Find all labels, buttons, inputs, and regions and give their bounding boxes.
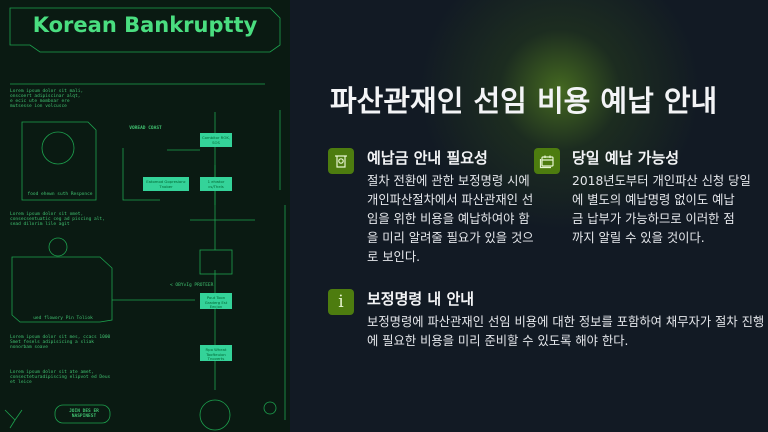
join-button: JOIN DES ER NASPINEST	[69, 409, 99, 419]
lorem-1: Lorem ipsum dolor sit mali, onscoert adi…	[10, 89, 84, 109]
body-line: 에 별도의 예납명령 없이도 예납	[572, 193, 735, 207]
body-line: 로 보인다.	[367, 250, 421, 264]
body-line: 금 납부가 가능하므로 이러한 점	[572, 212, 735, 226]
flow-box-4: Pout Toon Graderg Est Eecjon	[200, 293, 232, 309]
lorem-3: Lorem ipsum dolor sit mes, ccacs 1000 Sm…	[10, 335, 111, 350]
section-body: 2018년도부터 개인파산 신청 당일 에 별도의 예납명령 없이도 예납 금 …	[572, 172, 751, 248]
body-line: 2018년도부터 개인파산 신청 당일	[572, 174, 751, 188]
lorem-2: Lorem ipsum dolor sit omet, consecsentua…	[10, 212, 105, 227]
body-line: 보정명령에 파산관재인 선임 비용에 대한 정보를 포함하여 채무자가 절차 진…	[367, 315, 765, 329]
caption-1: food ehewn suth Responce	[27, 192, 93, 197]
infographic-panel: Korean Bankruptty VOREAD COAST food ehew…	[0, 0, 290, 432]
slide-background	[290, 0, 768, 432]
lorem-4: Lorem ipsum dolor sit ate amet, consecte…	[10, 370, 111, 385]
body-line: 개인파산절차에서 파산관재인 선	[367, 193, 534, 207]
body-line: 임을 위한 비용을 예납하여야 함	[367, 212, 530, 226]
body-line: 에 필요한 비용을 미리 준비할 수 있도록 해야 한다.	[367, 334, 629, 348]
flow-box-1: Combitor ROK, SOS	[200, 133, 232, 147]
info-icon: i	[328, 289, 354, 315]
receipt-icon	[328, 148, 354, 174]
caption-2: ued flowory Pin Toliok	[33, 316, 93, 321]
body-line: 절차 전환에 관한 보정명령 시에	[367, 174, 530, 188]
section-body: 절차 전환에 관한 보정명령 시에 개인파산절차에서 파산관재인 선 임을 위한…	[367, 172, 534, 267]
section-heading: 보정명령 내 안내	[367, 290, 475, 308]
arrow-label: < OBYvIg PROTEER	[170, 283, 214, 288]
section-heading: 예납금 안내 필요성	[367, 149, 488, 167]
label-coast: VOREAD COAST	[129, 126, 162, 131]
infographic-title: Korean Bankruptty	[32, 13, 258, 37]
flow-box-5: Rpo Wheat Toofteuion Tnoverts	[200, 345, 232, 361]
body-line: 까지 알릴 수 있을 것이다.	[572, 231, 705, 245]
slide-title: 파산관재인 선임 비용 예납 안내	[330, 84, 718, 118]
section-body: 보정명령에 파산관재인 선임 비용에 대한 정보를 포함하여 채무자가 절차 진…	[367, 313, 764, 351]
flow-box-2: Eatomod Gopresionc Tnober	[143, 177, 189, 191]
body-line: 을 미리 알려줄 필요가 있을 것으	[367, 231, 534, 245]
infographic-lines	[4, 7, 286, 431]
calendar-icon	[534, 148, 560, 174]
section-heading: 당일 예납 가능성	[572, 149, 680, 167]
flow-box-3: 1 ehwtor cs/Thels	[200, 177, 232, 191]
